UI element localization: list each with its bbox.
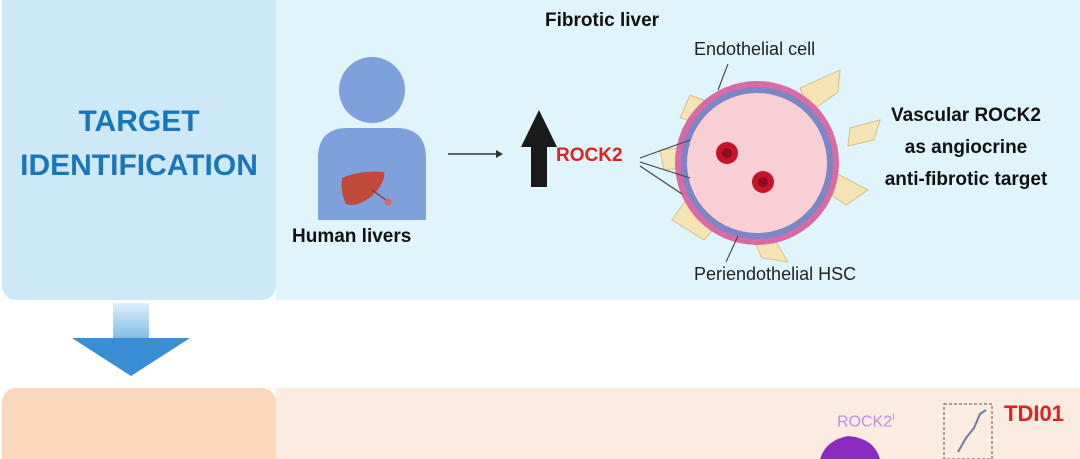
next-section-side <box>2 388 276 459</box>
rock2-label: ROCK2 <box>556 145 623 166</box>
increase-arrow-icon <box>521 110 557 187</box>
compound-inset-box <box>943 403 993 459</box>
rock2-inhibitor-text: ROCK2 <box>837 413 893 431</box>
conclusion-line1: Vascular ROCK2 <box>891 105 1041 126</box>
down-arrow-icon <box>72 338 190 376</box>
conclusion-line2: as angiocrine <box>904 137 1028 158</box>
conclusion-text: Vascular ROCK2 as angiocrine anti-fibrot… <box>852 100 1080 196</box>
human-livers-label: Human livers <box>292 226 412 247</box>
rock2-superscript: I <box>892 412 895 422</box>
liver-icon <box>341 171 392 206</box>
conclusion-line3: anti-fibrotic target <box>884 169 1048 190</box>
endothelial-cell-label: Endothelial cell <box>694 39 816 59</box>
next-section-panel <box>276 388 1080 459</box>
label-leader-lines <box>639 63 739 263</box>
down-arrow-shaft <box>113 303 149 339</box>
vessel-cross-section <box>659 69 881 263</box>
rock2-inhibitor-label: ROCK2I <box>837 412 895 431</box>
section-title-line1: TARGET <box>78 105 200 138</box>
target-identification-side <box>2 0 276 300</box>
periendothelial-hsc-label: Periendothelial HSC <box>694 264 857 284</box>
human-body-icon <box>318 57 426 220</box>
rock2-protein-structure <box>820 436 880 459</box>
section-title-target-identification: TARGET IDENTIFICATION <box>2 100 276 188</box>
flow-arrow-icon <box>448 150 503 158</box>
compound-label: TDI01 <box>1004 401 1064 426</box>
section-title-line2: IDENTIFICATION <box>20 149 258 182</box>
diagram-title: Fibrotic liver <box>545 10 660 31</box>
